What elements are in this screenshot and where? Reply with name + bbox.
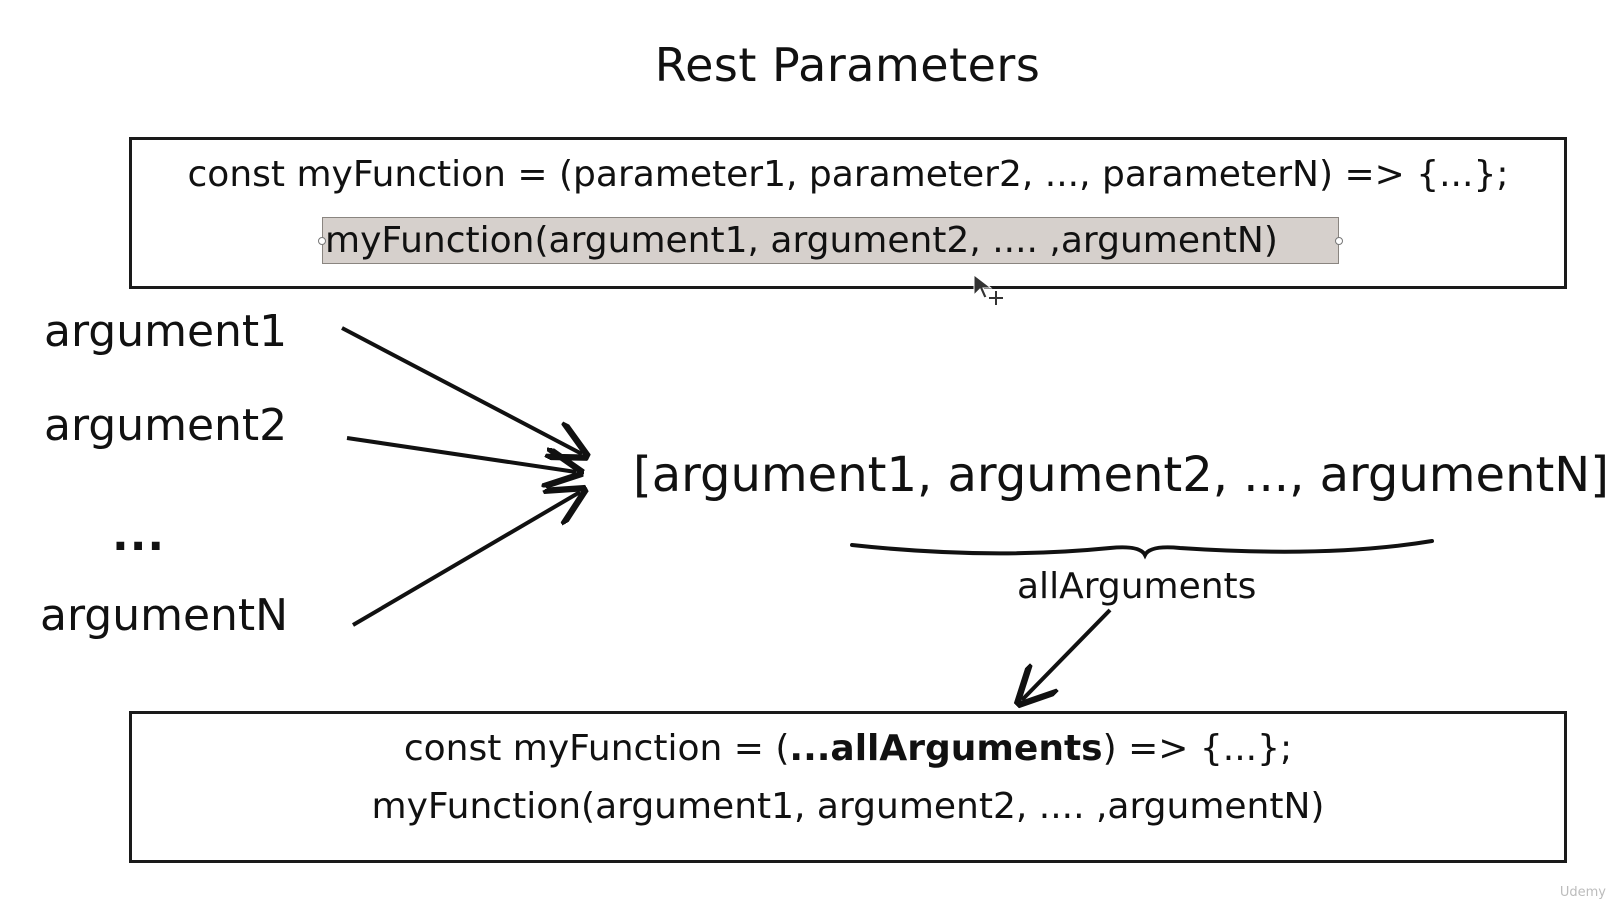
arrow-argument1 [341, 326, 582, 454]
curly-brace [850, 539, 1434, 560]
function-call-line: myFunction(argument1, argument2, .... ,a… [318, 217, 1343, 264]
arrow-argumentN [351, 492, 580, 627]
selected-function-call[interactable]: myFunction(argument1, argument2, .... ,a… [318, 217, 1343, 264]
udemy-watermark: Udemy [1559, 885, 1606, 900]
selection-handle-right[interactable] [1334, 236, 1343, 245]
rest-parameter-box: const myFunction = (...allArguments) => … [129, 711, 1567, 863]
rest-parameter-name: ...allArguments [789, 728, 1103, 769]
argument2-label: argument2 [44, 400, 288, 451]
rest-function-call-code: myFunction(argument1, argument2, .... ,a… [371, 786, 1325, 827]
argumentN-label: argumentN [40, 590, 289, 641]
rest-definition-suffix: ) => {...}; [1102, 728, 1293, 769]
selection-handle-left[interactable] [318, 236, 326, 245]
arguments-array: [argument1, argument2, ..., argumentN] [633, 447, 1609, 503]
arrow-argument2 [346, 436, 576, 472]
arrow-all-arguments [1022, 608, 1112, 700]
function-definition-box: const myFunction = (parameter1, paramete… [129, 137, 1567, 289]
rest-definition-prefix: const myFunction = ( [403, 728, 790, 769]
argument1-label: argument1 [44, 306, 288, 357]
function-call-code: myFunction(argument1, argument2, .... ,a… [325, 220, 1278, 261]
page-title: Rest Parameters [654, 38, 1041, 92]
ellipsis-label: ... [112, 510, 166, 561]
all-arguments-label: allArguments [1017, 566, 1257, 607]
move-cursor-icon [973, 273, 1003, 305]
rest-definition-code: const myFunction = (...allArguments) => … [132, 728, 1564, 769]
function-definition-code: const myFunction = (parameter1, paramete… [187, 154, 1509, 195]
